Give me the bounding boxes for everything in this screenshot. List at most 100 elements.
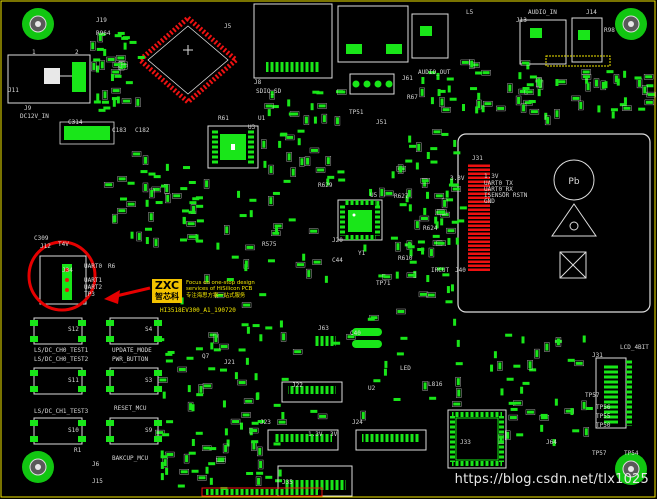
- smd-part: [116, 55, 126, 61]
- smd-part: [430, 147, 438, 151]
- smd-part: [287, 99, 291, 107]
- smd-part: [369, 188, 373, 196]
- smd-part: [219, 343, 229, 350]
- smd-part: [606, 70, 614, 74]
- silkscreen-label: J51: [376, 119, 387, 126]
- smd-part: [234, 372, 238, 380]
- silkscreen-label: R98: [604, 27, 615, 34]
- smd-part: [264, 103, 274, 109]
- smd-part: [246, 471, 254, 475]
- silkscreen-label: R575: [262, 241, 277, 248]
- smd-part: [493, 351, 497, 359]
- blog-watermark: https://blog.csdn.net/tlx1025: [454, 472, 649, 487]
- smd-part: [279, 133, 287, 137]
- smd-part: [161, 184, 169, 188]
- silkscreen-label: LED: [400, 365, 411, 372]
- smd-part: [540, 413, 548, 417]
- silkscreen-label: UART0_RX: [484, 186, 513, 193]
- smd-part: [405, 159, 413, 163]
- smd-part: [195, 234, 199, 242]
- smd-part: [426, 191, 430, 199]
- silkscreen-label: L816: [428, 381, 443, 388]
- smd-part: [616, 78, 620, 86]
- soc-qfp-rotated: [136, 14, 240, 106]
- smd-part: [437, 209, 447, 215]
- smd-part: [155, 201, 163, 205]
- smd-part: [182, 217, 186, 225]
- smd-part: [277, 419, 287, 425]
- smd-part: [384, 190, 394, 197]
- smd-part: [299, 157, 305, 167]
- smd-part: [527, 360, 533, 370]
- smd-part: [98, 108, 106, 112]
- smd-part: [187, 385, 191, 393]
- smd-part: [268, 196, 274, 206]
- smd-part: [456, 388, 462, 398]
- smd-part: [249, 427, 259, 434]
- svg-text:Pb: Pb: [568, 177, 579, 187]
- smd-part: [428, 247, 435, 258]
- smd-part: [224, 428, 228, 436]
- smd-part: [453, 318, 457, 326]
- smd-part: [406, 188, 413, 199]
- smd-part: [414, 219, 421, 230]
- smd-part: [644, 99, 655, 106]
- smd-part: [292, 349, 303, 355]
- smd-part: [179, 469, 189, 475]
- smd-part: [226, 278, 234, 282]
- smd-part: [126, 201, 136, 207]
- silkscreen-label: UART2: [84, 284, 103, 291]
- smd-part: [177, 366, 187, 373]
- smd-part: [283, 179, 291, 183]
- smd-part: [245, 244, 255, 251]
- smd-part: [408, 135, 412, 143]
- smd-part: [436, 72, 440, 80]
- smd-part: [149, 188, 155, 199]
- smd-part: [455, 362, 463, 366]
- smd-part: [417, 240, 425, 244]
- smd-part: [430, 97, 434, 105]
- smd-part: [451, 186, 461, 192]
- smd-part: [278, 469, 282, 477]
- smd-part: [574, 360, 584, 367]
- smd-part: [129, 40, 137, 44]
- smd-part: [121, 36, 129, 40]
- silkscreen-label: J6: [92, 461, 100, 468]
- silkscreen-label: Y1: [358, 250, 366, 257]
- smd-part: [430, 160, 438, 164]
- smd-part: [160, 473, 164, 481]
- smd-part: [406, 272, 417, 278]
- smd-part: [428, 71, 436, 75]
- smd-part: [140, 170, 148, 174]
- smd-part: [540, 424, 544, 432]
- smd-part: [379, 187, 385, 198]
- smd-part: [522, 86, 530, 90]
- smd-part: [395, 271, 399, 279]
- smd-part: [192, 197, 200, 201]
- smd-part: [196, 239, 204, 243]
- smd-part: [111, 97, 119, 101]
- smd-part: [529, 368, 537, 372]
- silkscreen-label: R6: [108, 263, 116, 270]
- smd-part: [208, 367, 216, 371]
- smd-part: [209, 447, 217, 451]
- annotation-callout: [27, 240, 151, 312]
- smd-part: [165, 467, 169, 475]
- smd-part: [452, 401, 462, 407]
- smd-part: [483, 100, 493, 107]
- smd-part: [183, 166, 191, 170]
- smd-part: [251, 421, 259, 425]
- smd-part: [165, 163, 169, 171]
- smd-part: [231, 255, 239, 259]
- company-logo-block: ZXC 智芯科 Focus on one-stop design service…: [152, 279, 278, 317]
- smd-part: [515, 95, 522, 106]
- smd-part: [238, 348, 246, 352]
- smd-part: [130, 231, 134, 239]
- smd-part: [555, 79, 559, 87]
- smd-part: [373, 379, 381, 383]
- smd-part: [263, 160, 267, 168]
- smd-part: [114, 34, 122, 38]
- silkscreen-label: 2: [75, 49, 79, 56]
- silkscreen-label: PWR_BUTTON: [112, 356, 149, 363]
